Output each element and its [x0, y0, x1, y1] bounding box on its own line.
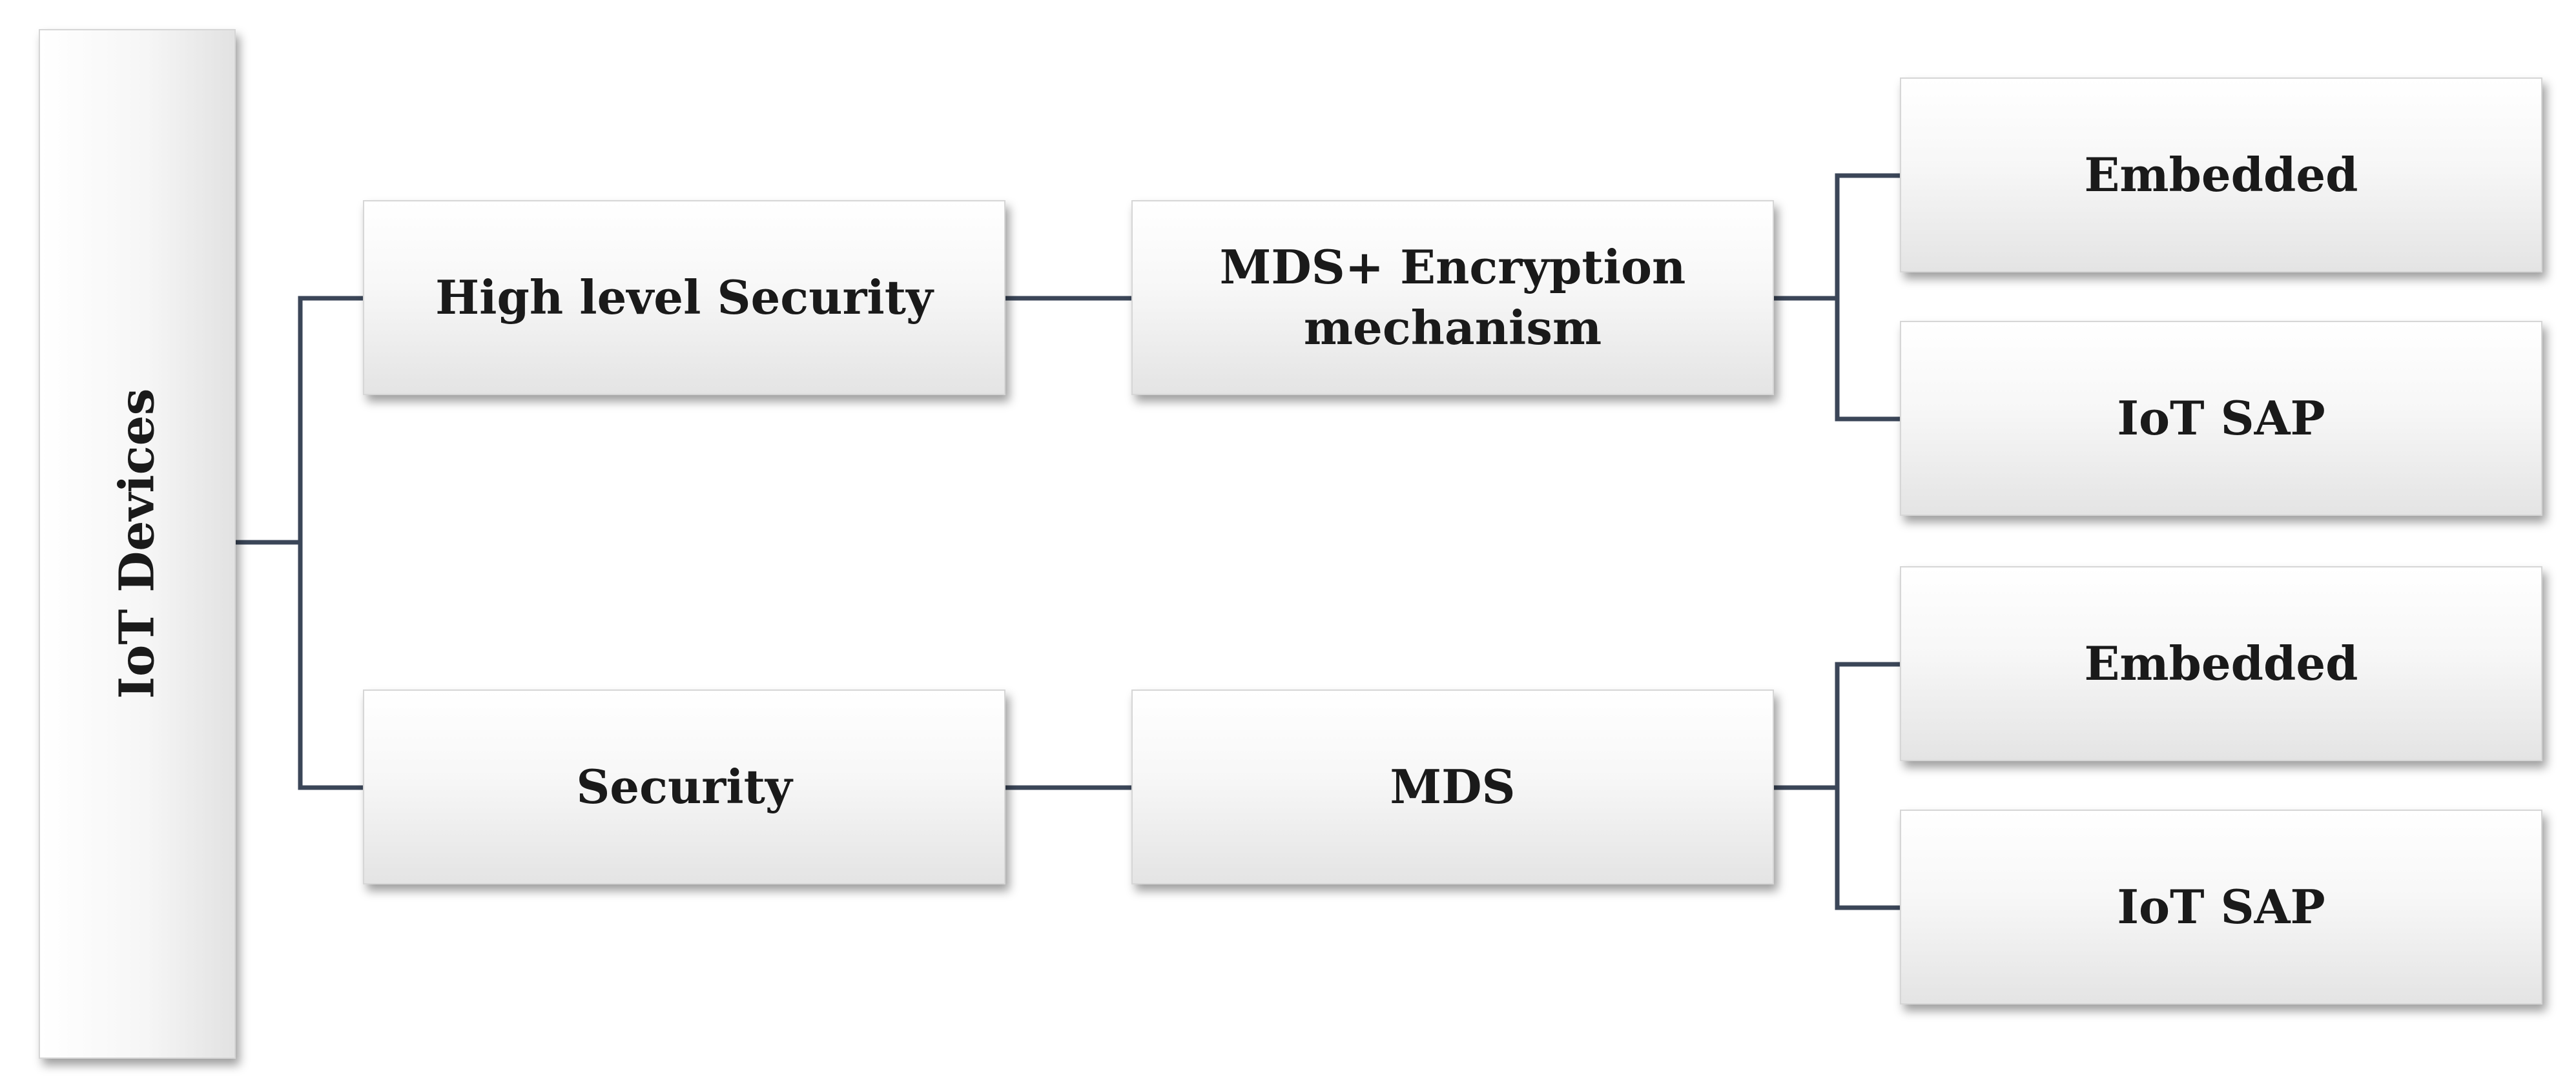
node-label: IoT SAP: [2117, 391, 2325, 446]
node-label: Embedded: [2084, 147, 2358, 203]
node-embedded-lower: Embedded: [1900, 566, 2542, 761]
connector-mechanism-to-leaves-upper: [1771, 173, 1902, 422]
node-embedded-upper: Embedded: [1900, 77, 2542, 272]
node-label: Embedded: [2084, 636, 2358, 691]
node-label: High level Security: [435, 270, 933, 325]
node-security: Security: [363, 689, 1005, 884]
node-label: IoT SAP: [2117, 879, 2325, 935]
connector-mds-to-leaves-lower: [1771, 662, 1902, 910]
node-label: MDS+ Encryption mechanism: [1219, 240, 1686, 355]
connector-root-to-levels: [233, 296, 366, 790]
node-iot-sap-lower: IoT SAP: [1900, 810, 2542, 1005]
root-node-label: IoT Devices: [109, 389, 165, 699]
node-iot-sap-upper: IoT SAP: [1900, 321, 2542, 516]
root-node-iot-devices: IoT Devices: [39, 29, 236, 1059]
node-label: Security: [576, 759, 792, 815]
node-mds: MDS: [1131, 689, 1774, 884]
node-label: MDS: [1390, 759, 1516, 815]
node-high-level-security: High level Security: [363, 200, 1005, 395]
node-mds-encryption-mechanism: MDS+ Encryption mechanism: [1131, 200, 1774, 395]
